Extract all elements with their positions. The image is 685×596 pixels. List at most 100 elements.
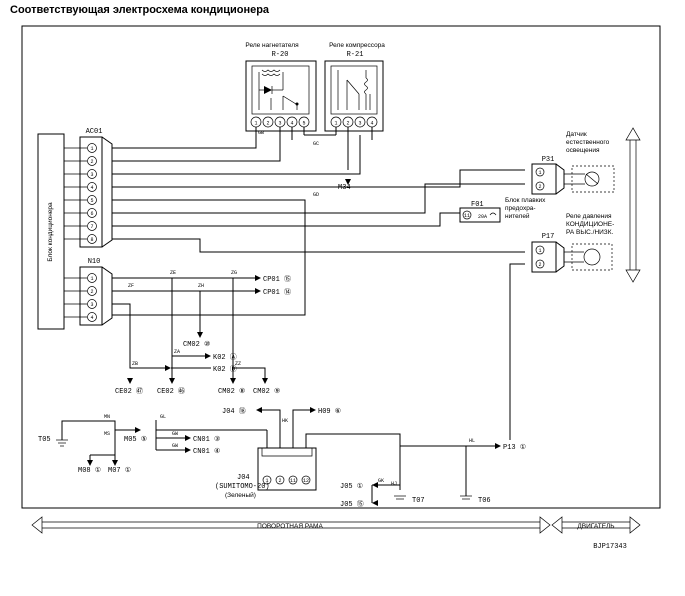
svg-text:2: 2 [266, 121, 269, 127]
svg-text:2: 2 [90, 289, 93, 295]
connector-p31: P31 1 2 [531, 156, 565, 195]
svg-text:1: 1 [254, 121, 257, 127]
terminal-m08-1: M08 ① [78, 466, 101, 475]
relay-blower-label: Реле нагнетателя [245, 42, 299, 49]
svg-text:ZG: ZG [231, 270, 237, 276]
terminal-m05-5: M05 ⑤ [124, 435, 147, 444]
terminal-h09-6: H09 ⑥ [318, 407, 341, 416]
svg-text:2: 2 [278, 478, 281, 484]
svg-text:11: 11 [464, 213, 470, 219]
wire-gd: GD [313, 192, 319, 198]
n10-wires [112, 277, 266, 378]
terminal-cm02-10: CM02 ⑩ [183, 340, 210, 349]
terminal-p13-1: P13 ① [503, 443, 526, 452]
terminal-cn01-4: CN01 ④ [193, 447, 220, 456]
svg-text:GW: GW [172, 431, 178, 437]
svg-text:1: 1 [334, 121, 337, 127]
svg-text:MS: MS [104, 431, 110, 437]
svg-text:ZH: ZH [198, 283, 204, 289]
svg-text:нителей: нителей [505, 212, 530, 220]
terminal-cp01-14: CP01 ⑭ [263, 288, 291, 297]
svg-text:HK: HK [282, 418, 288, 424]
j04-color: (Зеленый) [225, 491, 256, 499]
frame-label: ПОВОРОТНАЯ РАМА [257, 523, 323, 530]
svg-text:2: 2 [90, 159, 93, 165]
svg-text:1: 1 [265, 478, 268, 484]
frame-arrow [31, 516, 551, 534]
connector-j04: 1 2 11 12 J04 (SUMITOMO-20) (Зеленый) [215, 447, 317, 499]
ac01-code: AC01 [86, 128, 103, 136]
page-title: Соответствующая электросхема кондиционер… [10, 4, 270, 16]
svg-text:ZE: ZE [170, 270, 176, 276]
svg-text:12: 12 [303, 478, 309, 484]
relay-blower: Реле нагнетателя R-20 1 2 3 4 5 [245, 42, 317, 132]
svg-text:1: 1 [538, 248, 541, 254]
svg-text:предохра-: предохра- [505, 205, 536, 212]
wire-gc: GC [313, 141, 319, 147]
ac01-wires [112, 127, 525, 316]
svg-text:1: 1 [90, 146, 93, 152]
svg-text:2: 2 [346, 121, 349, 127]
svg-text:3: 3 [90, 302, 93, 308]
terminal-j04-18: J04 ⑱ [222, 407, 246, 416]
j04-sub: (SUMITOMO-20) [215, 483, 270, 491]
svg-text:3: 3 [358, 121, 361, 127]
j04-code: J04 [237, 474, 250, 482]
svg-text:4: 4 [370, 121, 373, 127]
terminal-ce02-47: CE02 ㊼ [115, 387, 143, 396]
terminal-t07: T07 [412, 497, 425, 505]
svg-text:Датчик: Датчик [566, 131, 587, 138]
svg-text:естественного: естественного [566, 139, 610, 146]
controller-label: Блок кондиционера [47, 202, 54, 262]
svg-text:20A: 20A [478, 214, 487, 220]
terminal-t05: T05 [38, 436, 51, 444]
ground-group-left [61, 420, 185, 460]
svg-text:1: 1 [90, 276, 93, 282]
svg-text:ZF: ZF [128, 283, 134, 289]
wire-gb: GB [258, 130, 264, 136]
svg-text:1: 1 [538, 170, 541, 176]
terminal-j05-1: J05 ① [340, 482, 363, 491]
sunlight-sensor: Датчик естественного освещения [564, 131, 615, 193]
n10-code: N10 [88, 258, 101, 266]
svg-text:7: 7 [90, 224, 93, 230]
svg-text:GK: GK [378, 478, 384, 484]
p31-code: P31 [542, 156, 555, 164]
svg-text:4: 4 [90, 315, 93, 321]
relay-blower-code: R-20 [272, 51, 289, 59]
ac-controller: Блок кондиционера [37, 133, 65, 330]
svg-text:MN: MN [104, 414, 110, 420]
svg-text:4: 4 [290, 121, 293, 127]
fuse-code: F01 [471, 201, 484, 209]
svg-text:GL: GL [160, 414, 166, 420]
svg-text:КОНДИЦИОНЕ-: КОНДИЦИОНЕ- [566, 221, 614, 228]
svg-text:HL: HL [469, 438, 475, 444]
terminal-k02-b: K02 Ⓑ [213, 365, 237, 374]
relay-compressor-code: R-21 [347, 51, 364, 59]
terminal-t06: T06 [478, 497, 491, 505]
terminal-cn01-3: CN01 ③ [193, 435, 220, 444]
svg-text:3: 3 [278, 121, 281, 127]
terminal-m34: M34 [338, 184, 351, 192]
svg-text:4: 4 [90, 185, 93, 191]
svg-text:2: 2 [538, 184, 541, 190]
fuse-f01: F01 11 20A Блок плавких предохра- нителе… [459, 197, 546, 223]
diagram-frame [21, 25, 661, 509]
terminal-ce02-46: CE02 ㊻ [157, 387, 185, 396]
ground-group-right [371, 445, 495, 503]
connector-ac01: AC01 1 2 3 4 5 6 7 8 [64, 128, 113, 248]
svg-text:Блок плавких: Блок плавких [505, 197, 546, 204]
terminal-k02-a: K02 Ⓐ [213, 353, 237, 362]
svg-text:ZZ: ZZ [235, 361, 241, 367]
svg-text:5: 5 [302, 121, 305, 127]
svg-text:HJ: HJ [391, 481, 397, 487]
svg-text:Реле давления: Реле давления [566, 213, 612, 220]
svg-text:ZB: ZB [132, 361, 138, 367]
relay-compressor: Реле компрессора R-21 1 2 3 4 [324, 42, 385, 132]
svg-text:РА ВЫС./НИЗК.: РА ВЫС./НИЗК. [566, 229, 614, 236]
engine-label: ДВИГАТЕЛЬ [577, 523, 614, 530]
svg-text:освещения: освещения [566, 147, 600, 154]
terminal-m07-1: M07 ① [108, 466, 131, 475]
svg-text:ZA: ZA [174, 349, 180, 355]
